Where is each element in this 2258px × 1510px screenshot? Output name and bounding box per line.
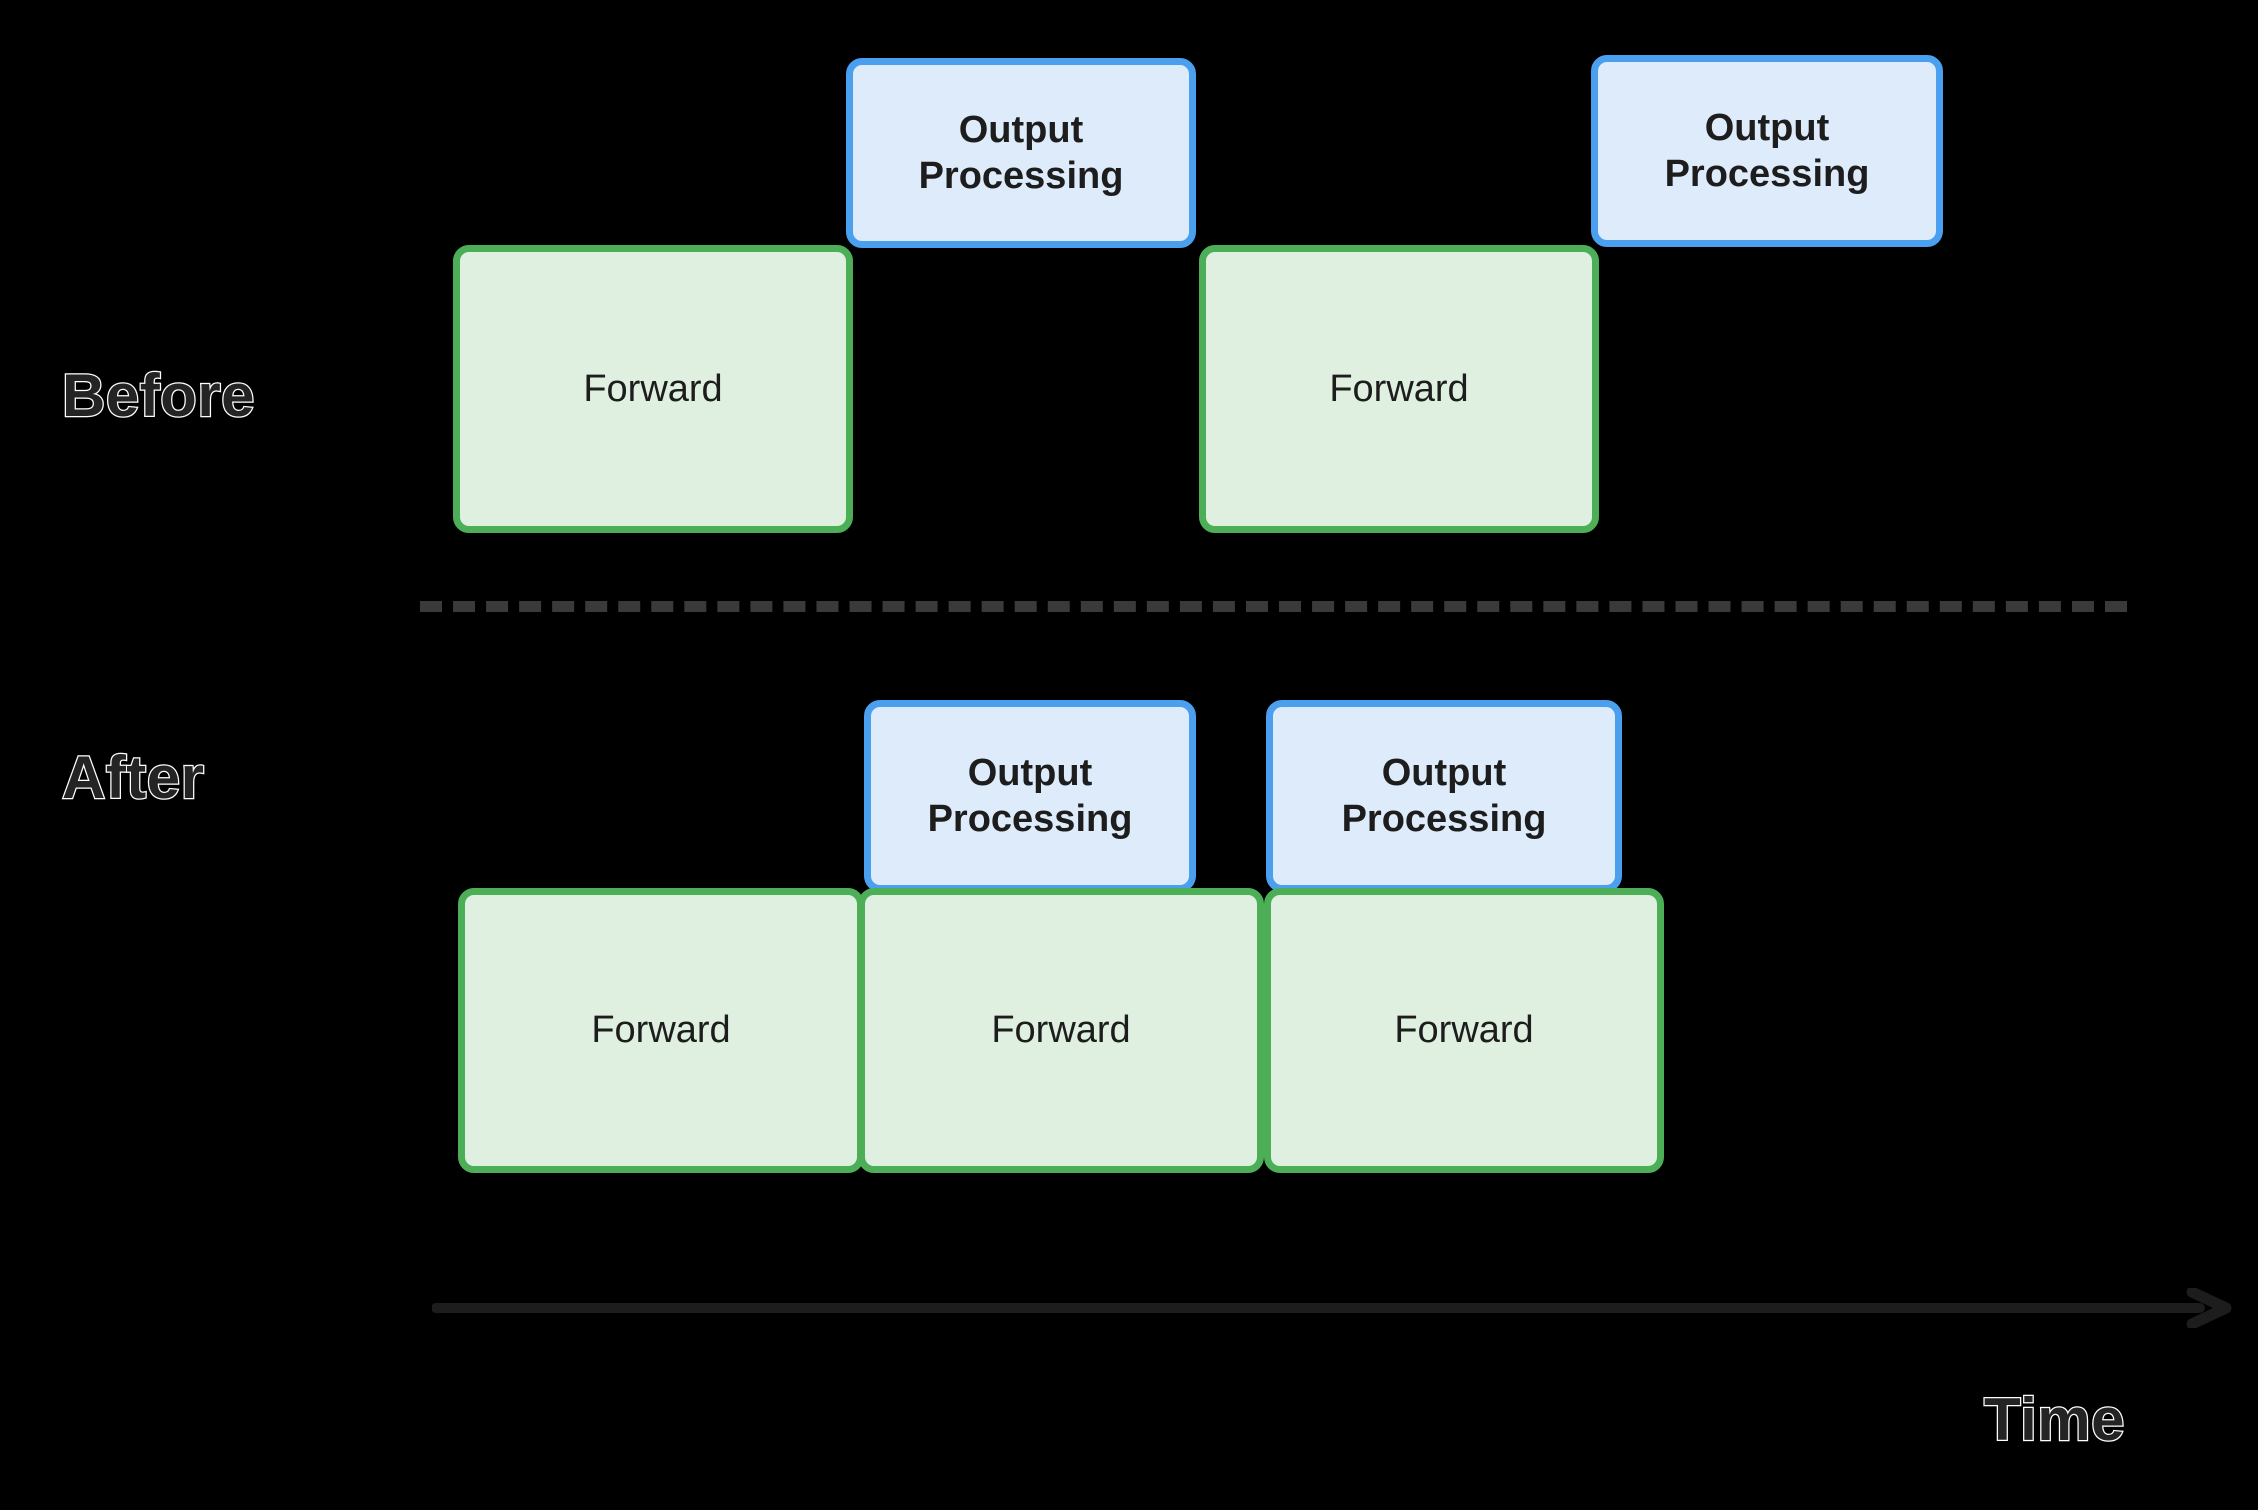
block-label: Output Processing	[1341, 751, 1547, 840]
block-label: Output Processing	[1664, 106, 1870, 195]
after-output-processing-block-2: Output Processing	[1266, 700, 1622, 892]
row-label-before: Before	[61, 362, 256, 429]
after-forward-block-2: Forward	[858, 888, 1264, 1173]
block-label: Forward	[583, 367, 723, 410]
time-axis-arrow	[432, 1288, 2232, 1328]
block-label: Forward	[1394, 1009, 1534, 1052]
block-label: Output Processing	[927, 751, 1133, 840]
after-forward-block-1: Forward	[458, 888, 864, 1173]
before-output-processing-block-2: Output Processing	[1591, 55, 1943, 247]
block-label: Forward	[1329, 367, 1469, 410]
block-label: Forward	[991, 1009, 1131, 1052]
after-forward-block-3: Forward	[1264, 888, 1664, 1173]
section-divider	[420, 601, 2127, 612]
row-label-after: After	[61, 744, 206, 811]
time-axis-label: Time	[1983, 1386, 2126, 1453]
before-forward-block-1: Forward	[453, 245, 853, 533]
block-label: Forward	[591, 1009, 731, 1052]
before-forward-block-2: Forward	[1199, 245, 1599, 533]
block-label: Output Processing	[918, 108, 1124, 197]
after-output-processing-block-1: Output Processing	[864, 700, 1196, 892]
before-output-processing-block-1: Output Processing	[846, 58, 1196, 248]
